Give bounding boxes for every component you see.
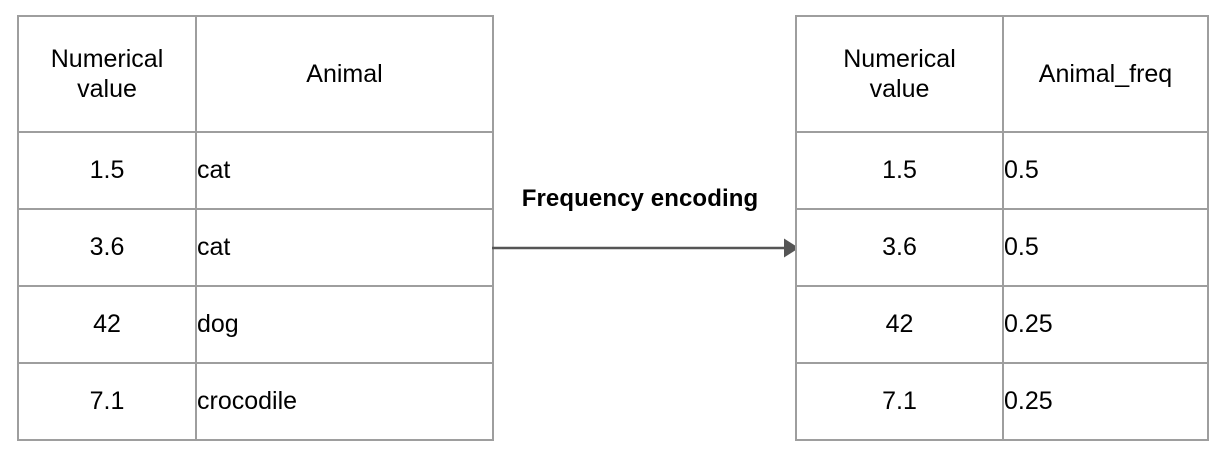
cell-numerical-value: 7.1 bbox=[795, 362, 1004, 441]
table-row: 3.6 cat bbox=[17, 208, 494, 287]
table-row: 3.6 0.5 bbox=[795, 208, 1209, 287]
cell-animal-freq: 0.25 bbox=[1002, 285, 1209, 364]
cell-numerical-value: 42 bbox=[17, 285, 197, 364]
column-header-animal-freq: Animal_freq bbox=[1002, 15, 1209, 133]
header-line-2: value bbox=[869, 75, 930, 103]
cell-animal-freq: 0.5 bbox=[1002, 131, 1209, 210]
cell-numerical-value: 3.6 bbox=[17, 208, 197, 287]
cell-animal: cat bbox=[195, 131, 494, 210]
column-header-numerical-value: Numerical value bbox=[795, 15, 1004, 133]
cell-animal: dog bbox=[195, 285, 494, 364]
transform-arrow-group: Frequency encoding bbox=[488, 185, 800, 265]
cell-animal-freq: 0.5 bbox=[1002, 208, 1209, 287]
source-table: Numerical value Animal 1.5 cat 3.6 cat 4… bbox=[17, 15, 494, 441]
header-line-2: value bbox=[77, 75, 137, 103]
table-header-row: Numerical value Animal_freq bbox=[795, 15, 1209, 133]
table-header-row: Numerical value Animal bbox=[17, 15, 494, 133]
table-row: 1.5 0.5 bbox=[795, 131, 1209, 210]
arrow-right-icon bbox=[492, 238, 799, 258]
cell-animal: crocodile bbox=[195, 362, 494, 441]
result-table: Numerical value Animal_freq 1.5 0.5 3.6 … bbox=[795, 15, 1209, 441]
table-row: 1.5 cat bbox=[17, 131, 494, 210]
column-header-animal: Animal bbox=[195, 15, 494, 133]
column-header-numerical-value: Numerical value bbox=[17, 15, 197, 133]
cell-animal: cat bbox=[195, 208, 494, 287]
table-row: 42 dog bbox=[17, 285, 494, 364]
cell-numerical-value: 3.6 bbox=[795, 208, 1004, 287]
table-row: 7.1 0.25 bbox=[795, 362, 1209, 441]
cell-numerical-value: 1.5 bbox=[795, 131, 1004, 210]
table-row: 42 0.25 bbox=[795, 285, 1209, 364]
header-line-1: Numerical bbox=[843, 44, 956, 73]
cell-animal-freq: 0.25 bbox=[1002, 362, 1209, 441]
transform-label: Frequency encoding bbox=[521, 185, 759, 212]
table-row: 7.1 crocodile bbox=[17, 362, 494, 441]
header-line-1: Numerical bbox=[50, 44, 164, 73]
cell-numerical-value: 1.5 bbox=[17, 131, 197, 210]
cell-numerical-value: 42 bbox=[795, 285, 1004, 364]
cell-numerical-value: 7.1 bbox=[17, 362, 197, 441]
